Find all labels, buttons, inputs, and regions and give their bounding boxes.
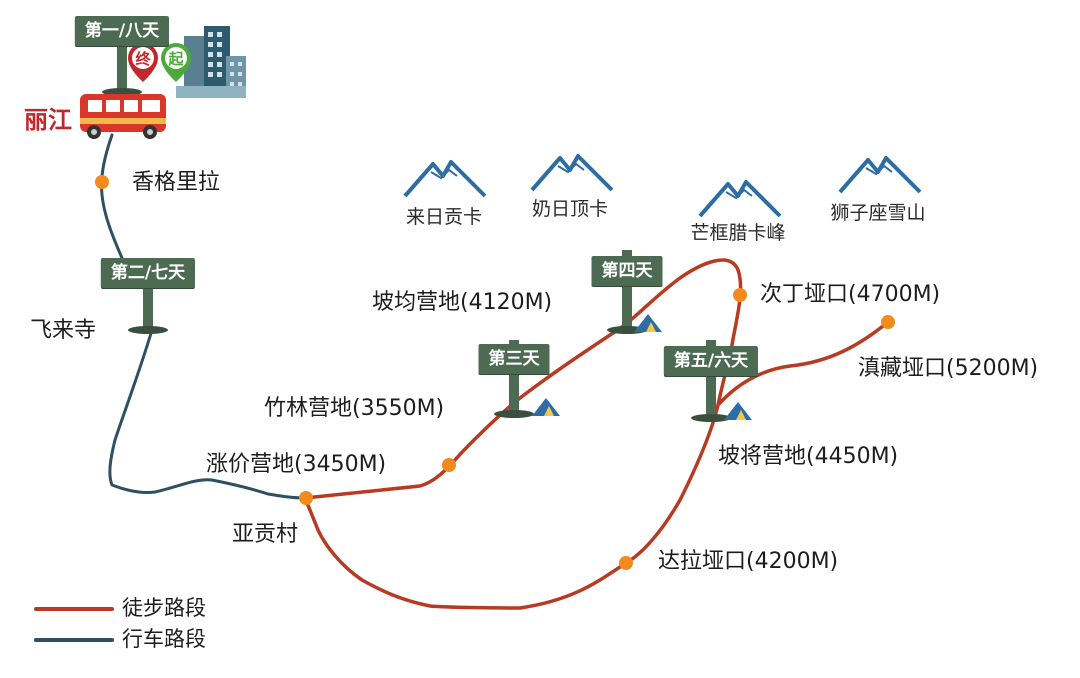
waypoint-zhangjia: [442, 458, 456, 472]
waypoint-shangrila: [95, 175, 109, 189]
signpost-day5-6: [691, 340, 731, 422]
driving-route-line: [100, 133, 307, 500]
waypoint-dala: [619, 556, 633, 570]
yabeng-village-label: 亚贡村: [232, 522, 299, 547]
lijiang-label: 丽江: [24, 106, 72, 134]
mountain-icon-nairi: [530, 154, 614, 192]
mountain-label-lairi: 来日贡卡: [405, 206, 483, 228]
mountain-icon-mangkuang: [698, 180, 782, 218]
sign-day1-8: 第一/八天: [74, 16, 170, 46]
waypoint-dianzang: [881, 315, 895, 329]
legend-hiking-swatch: [34, 606, 114, 611]
legend-driving-swatch: [34, 637, 114, 642]
tent-icon-day3: [532, 398, 560, 416]
pojun-camp-label: 坡均营地(4120M): [372, 290, 553, 315]
bus-icon: [80, 94, 166, 139]
zhulin-camp-label: 竹林营地(3550M): [264, 396, 445, 421]
tent-icon-day5-6: [724, 402, 752, 420]
mountain-icon-lairi: [403, 160, 487, 198]
signpost-day3: [494, 340, 534, 418]
waypoint-yabeng: [299, 491, 313, 505]
mountain-label-nairi: 奶日顶卡: [531, 198, 609, 220]
end-pin-icon: [128, 43, 158, 82]
start-pin-icon: [161, 43, 191, 82]
ciding-pass-label: 次丁垭口(4700M): [760, 282, 941, 307]
tent-icon-day4: [634, 314, 662, 332]
dala-pass-label: 达拉垭口(4200M): [658, 549, 839, 574]
start-pin-label: 起: [167, 50, 184, 68]
sign-day2-7: 第二/七天: [100, 258, 196, 288]
zhangjia-camp-label: 涨价营地(3450M): [206, 452, 387, 477]
legend-hiking-label: 徒步路段: [122, 596, 206, 620]
signpost-day2-7: [128, 270, 168, 334]
mountain-icon-shizizuo: [838, 156, 922, 194]
waypoint-ciding: [733, 288, 747, 302]
sign-day4: 第四天: [591, 256, 663, 286]
legend-driving-label: 行车路段: [122, 627, 206, 651]
sign-day3: 第三天: [478, 344, 550, 374]
sign-day5-6: 第五/六天: [663, 346, 759, 376]
end-pin-label: 终: [135, 50, 151, 68]
mountain-label-mangkuang: 芒框腊卡峰: [690, 222, 786, 244]
city-buildings-icon: [176, 26, 246, 98]
legend-hiking: 徒步路段: [34, 598, 206, 619]
mountain-label-shizizuo: 狮子座雪山: [830, 202, 926, 224]
legend-driving: 行车路段: [34, 629, 206, 650]
dianzang-pass-label: 滇藏垭口(5200M): [858, 356, 1039, 381]
shangrila-label: 香格里拉: [132, 170, 221, 195]
pojiang-camp-label: 坡将营地(4450M): [718, 444, 899, 469]
feilai-temple-label: 飞来寺: [30, 318, 97, 343]
